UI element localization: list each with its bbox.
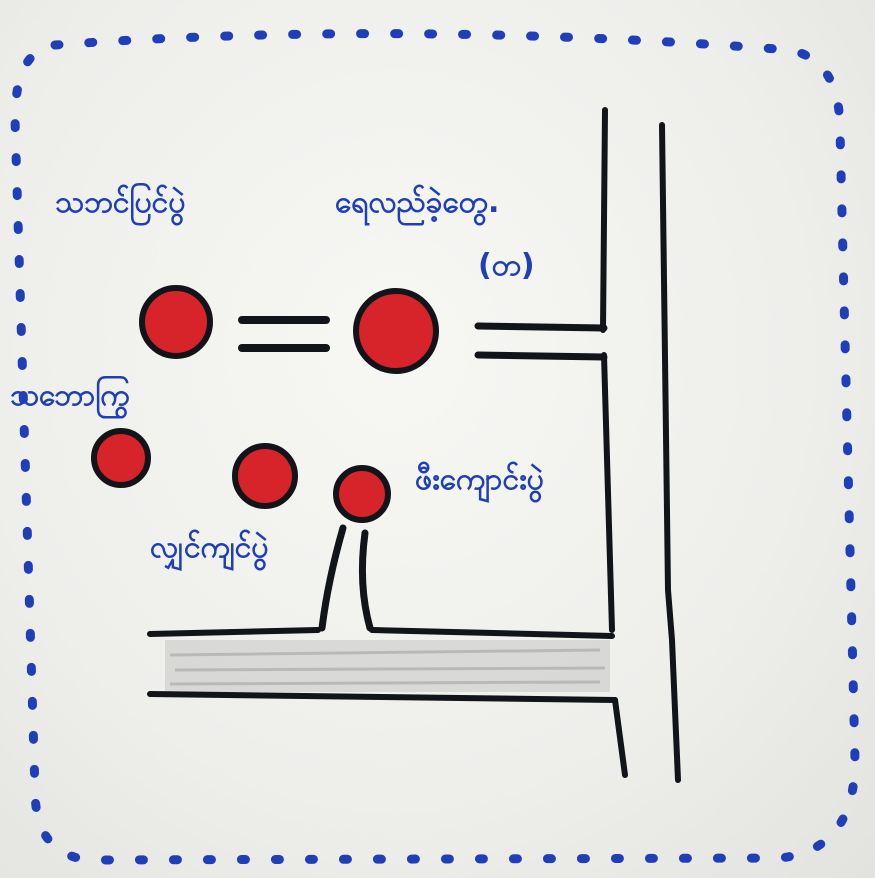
label-bottom-right: ဖီးကျောင်းပွဲ: [415, 462, 544, 498]
label-top-right-sub: (တ): [478, 248, 535, 284]
shaded-road: [165, 640, 610, 692]
red-dot: [142, 288, 210, 356]
red-dot: [336, 468, 388, 520]
stem: [322, 528, 370, 628]
right-double-line: [478, 326, 604, 357]
equals-sign: [242, 320, 326, 348]
road-vertical: [603, 110, 678, 780]
red-dot: [356, 291, 436, 371]
label-left-mid: သဘောကြွ: [10, 378, 130, 414]
red-dot: [94, 431, 148, 485]
label-top-left: သဘင်ပြင်ပွဲ: [55, 185, 185, 221]
label-bottom-left: လျှင်ကျင်ပွဲ: [150, 530, 269, 566]
red-dot: [235, 446, 295, 506]
label-top-right: ရေလည်ခဲ့တွေ.: [335, 185, 499, 221]
